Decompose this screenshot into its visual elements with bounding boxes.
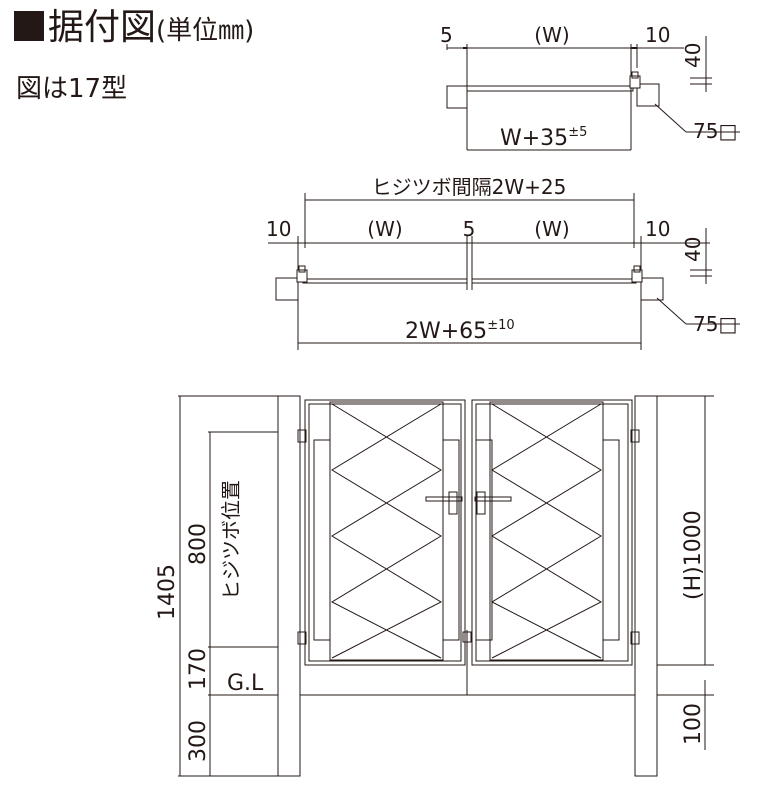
single-dim-width: (W) — [534, 23, 569, 47]
dim-clearance: 100 — [681, 703, 706, 745]
single-post-size: 75□ — [693, 119, 737, 143]
double-dim-left: 10 — [266, 217, 291, 241]
hinge-position-label: ヒジツボ位置 — [219, 480, 243, 600]
single-dim-right: 10 — [645, 23, 670, 47]
double-post-size: 75□ — [693, 312, 737, 336]
dim-gate-height: (H)1000 — [681, 510, 706, 600]
hinge-spacing-label: ヒジツボ間隔2W+25 — [372, 175, 567, 199]
elevation-view — [178, 395, 714, 777]
title-text: 据付図 — [48, 7, 157, 48]
single-dim-left: 5 — [440, 23, 453, 47]
double-dim-w-right: (W) — [534, 217, 569, 241]
unit-label: (単位㎜) — [156, 16, 255, 46]
square-bullet-icon — [14, 11, 44, 41]
double-dim-w-left: (W) — [367, 217, 402, 241]
double-overall: 2W+65±10 — [405, 318, 515, 344]
dim-hinge-pos: 800 — [186, 523, 211, 565]
single-dim-depth: 40 — [681, 43, 705, 68]
dim-above-gl: 170 — [186, 648, 211, 690]
gl-label: G.L — [227, 671, 264, 696]
single-plan-view — [446, 36, 740, 151]
double-dim-right: 10 — [645, 217, 670, 241]
dim-total-height: 1405 — [155, 564, 180, 620]
double-dim-depth: 40 — [681, 237, 705, 262]
page-title: 据付図(単位㎜) — [14, 6, 254, 53]
dim-embed: 300 — [186, 720, 211, 762]
model-note: 図は17型 — [16, 74, 128, 104]
double-plan-view — [268, 193, 740, 350]
single-overall: W+35±5 — [500, 125, 587, 151]
double-dim-center: 5 — [463, 217, 476, 241]
